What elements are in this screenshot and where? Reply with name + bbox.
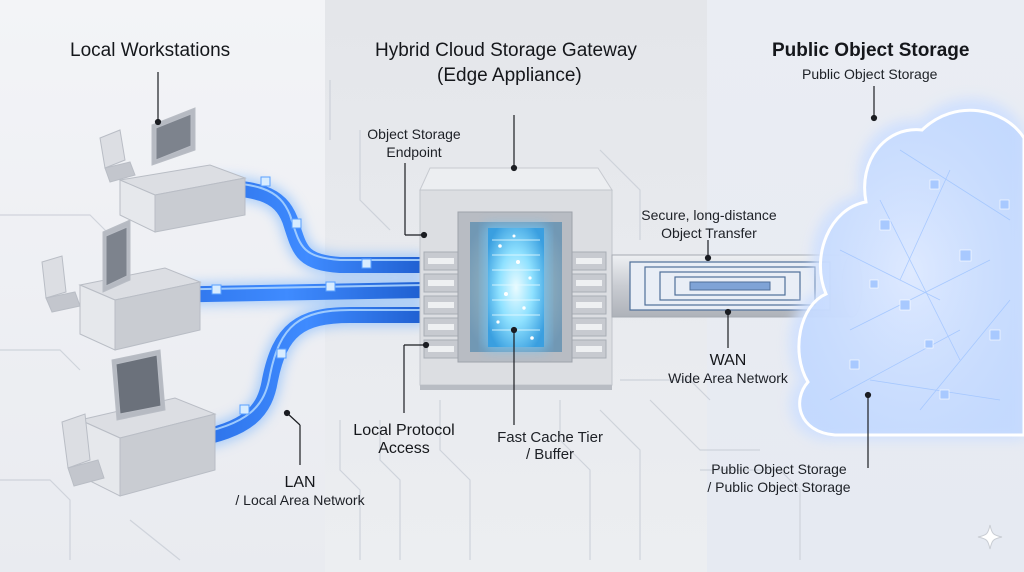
lan-label-subtitle: / Local Area Network xyxy=(235,492,365,508)
object-storage-endpoint-line1: Object Storage xyxy=(367,126,461,142)
cache-tier-label: Fast Cache Tier / Buffer xyxy=(490,429,610,463)
cache-tier-line1: Fast Cache Tier xyxy=(497,429,603,446)
cloud-storage-line2: / Public Object Storage xyxy=(707,479,851,495)
middle-column-title: Hybrid Cloud Storage Gateway xyxy=(375,40,637,61)
gateway-appliance-icon xyxy=(419,167,613,390)
local-protocol-label: Local Protocol Access xyxy=(350,422,458,458)
workstation-icon xyxy=(41,107,247,497)
object-storage-endpoint-line2: Endpoint xyxy=(386,144,442,160)
cache-tier-line2: / Buffer xyxy=(525,446,575,463)
circuit-traces xyxy=(0,80,801,561)
secure-transfer-line2: Object Transfer xyxy=(661,225,757,241)
cloud-icon xyxy=(789,98,1024,440)
lan-label-title: LAN xyxy=(284,474,316,491)
local-protocol-line2: Access xyxy=(378,440,430,457)
local-protocol-line1: Local Protocol xyxy=(353,422,455,439)
object-storage-endpoint-label: Object Storage Endpoint xyxy=(362,125,466,161)
right-column-title: Public Object Storage xyxy=(772,40,970,61)
middle-column-subtitle: (Edge Appliance) xyxy=(437,65,582,86)
wan-label-title: WAN xyxy=(709,352,747,369)
cloud-storage-label: Public Object Storage / Public Object St… xyxy=(696,460,862,496)
cloud-storage-line1: Public Object Storage xyxy=(711,461,847,477)
sparkle-icon xyxy=(977,524,1003,550)
secure-transfer-label: Secure, long-distance Object Transfer xyxy=(636,206,782,242)
wan-label-subtitle: Wide Area Network xyxy=(668,370,788,386)
secure-transfer-line1: Secure, long-distance xyxy=(641,207,777,223)
left-column-title: Local Workstations xyxy=(70,40,231,61)
lan-label: LAN / Local Area Network xyxy=(225,474,375,508)
leader-lines xyxy=(154,72,878,468)
wan-label: WAN Wide Area Network xyxy=(660,352,796,386)
right-column-subtitle: Public Object Storage xyxy=(802,66,938,82)
